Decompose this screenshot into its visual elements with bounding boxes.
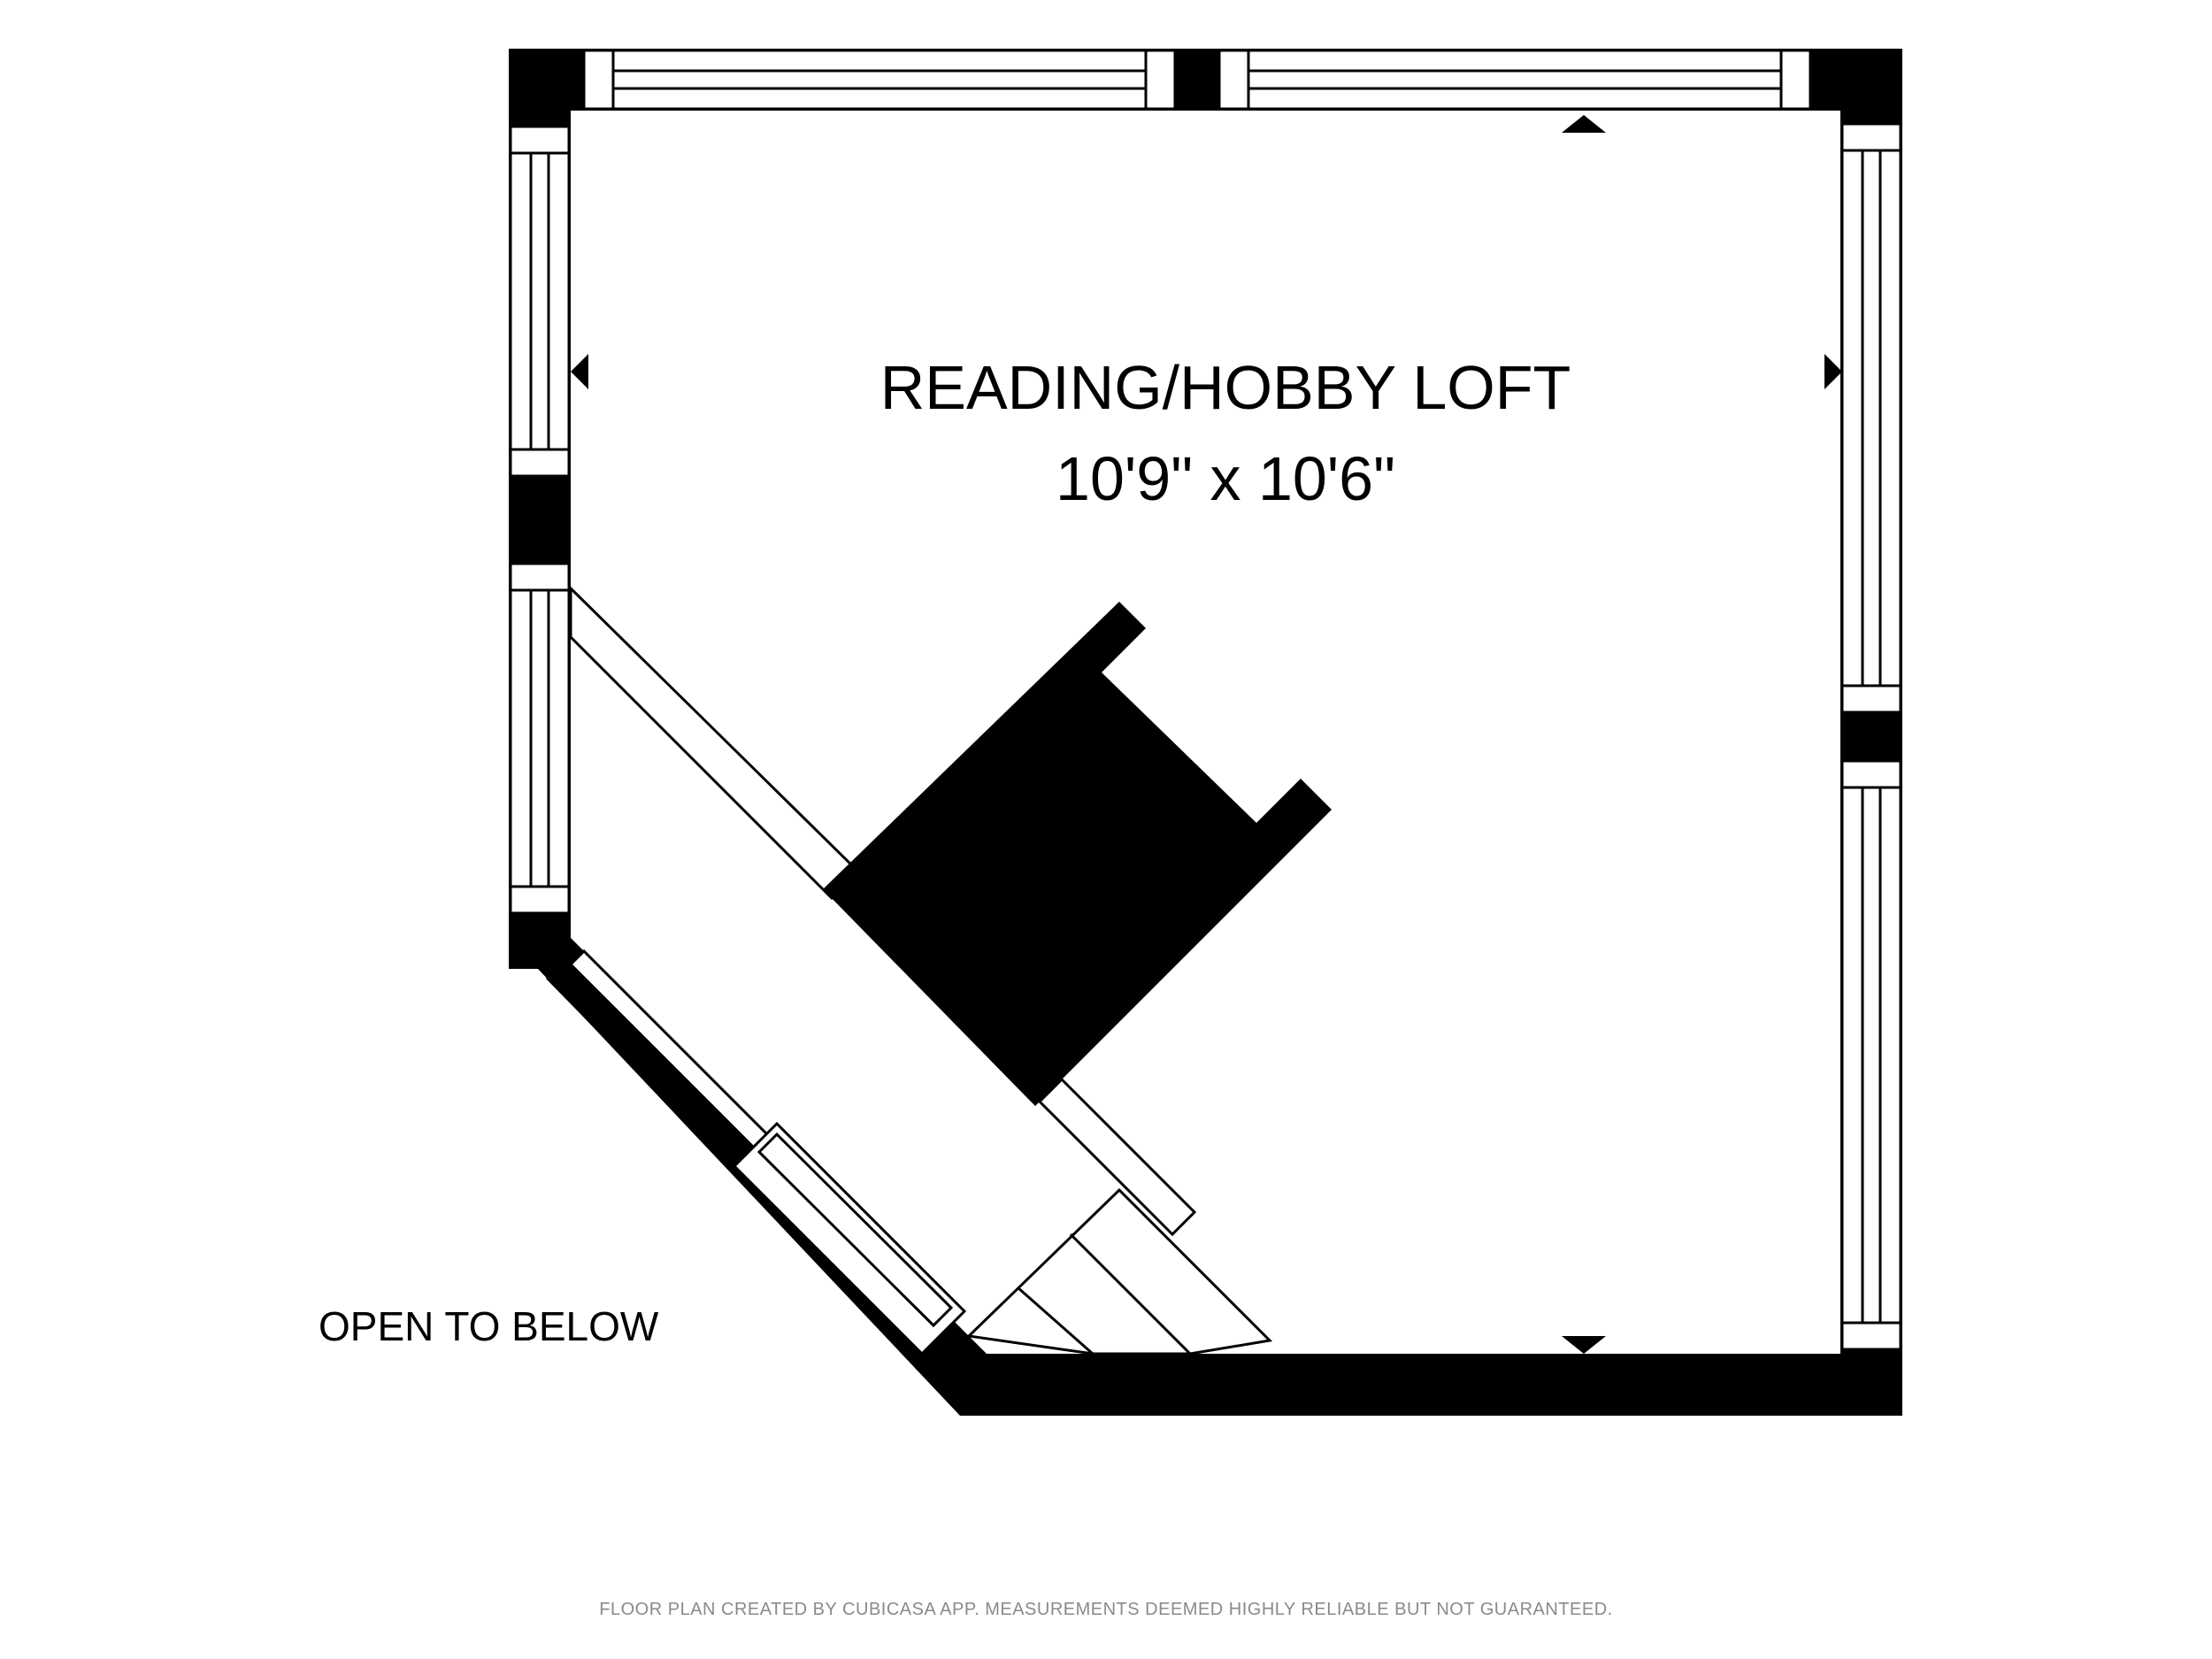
- diagonal-windows: [545, 949, 967, 1356]
- window-left-upper: [509, 125, 571, 478]
- window-left-lower-jamb-a: [509, 562, 571, 592]
- window-left-upper-jamb-a: [509, 125, 571, 155]
- window-diagonal-upper-inner: [568, 949, 774, 1155]
- window-right-lower-jamb-b: [1840, 1321, 1902, 1351]
- central-block: [823, 602, 1332, 1106]
- window-top-right-jamb-a: [1217, 49, 1250, 111]
- windows: [509, 49, 1902, 1351]
- stairs: [965, 1187, 1273, 1356]
- window-right-upper: [1840, 122, 1902, 714]
- arrow-right-icon: [1824, 354, 1842, 389]
- window-diagonal-upper: [545, 976, 761, 1193]
- window-right-upper-jamb-a: [1840, 122, 1902, 152]
- window-diagonal-lower-inner: [757, 1132, 954, 1328]
- window-left-lower-jamb-b: [509, 885, 571, 915]
- arrow-bottom-icon: [1562, 1336, 1606, 1354]
- stair-step-1: [1017, 1286, 1094, 1356]
- window-top-left-jamb-b: [1144, 49, 1177, 111]
- room-name: READING/HOBBY LOFT: [880, 353, 1571, 422]
- wall-bottom: [960, 1354, 1902, 1416]
- arrow-left-icon: [571, 354, 588, 389]
- arrow-top-icon: [1562, 115, 1606, 133]
- room-dimensions: 10'9" x 10'6": [1056, 444, 1395, 513]
- railing: [569, 585, 1197, 1237]
- window-top-right-jamb-b: [1779, 49, 1812, 111]
- window-left-upper-jamb-b: [509, 448, 571, 478]
- dimension-markers: [571, 115, 1842, 1354]
- footer-disclaimer: FLOOR PLAN CREATED BY CUBICASA APP. MEAS…: [599, 1600, 1612, 1619]
- window-right-lower: [1840, 759, 1902, 1351]
- open-to-below-label: OPEN TO BELOW: [319, 1303, 659, 1349]
- stair-flight: [965, 1187, 1273, 1356]
- window-top-left: [582, 49, 1179, 111]
- window-top-left-jamb-a: [582, 49, 615, 111]
- central-block-shape: [823, 602, 1332, 1106]
- window-right-lower-jamb-a: [1840, 759, 1902, 789]
- window-left-lower: [509, 562, 571, 915]
- window-top-right: [1217, 49, 1812, 111]
- window-right-upper-jamb-b: [1840, 684, 1902, 714]
- stair-step-2: [1069, 1233, 1192, 1356]
- railing-upper: [569, 585, 861, 901]
